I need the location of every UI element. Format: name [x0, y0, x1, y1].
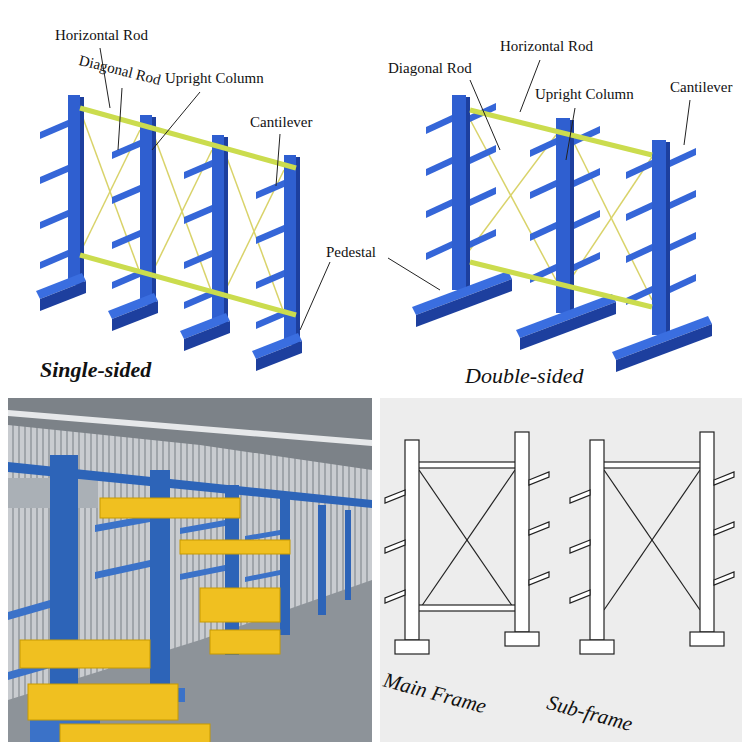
warehouse-photo: [8, 398, 372, 742]
rack-type-caption: Single-sided: [40, 358, 151, 382]
part-label: Upright Column: [535, 86, 634, 103]
frame-drawing-panel: [380, 398, 742, 742]
part-label: Diagonal Rod: [388, 60, 472, 77]
rack-type-caption: Double-sided: [465, 364, 584, 388]
part-label: Cantilever: [250, 114, 312, 131]
part-label: Upright Column: [165, 70, 264, 87]
part-label: Horizontal Rod: [55, 27, 148, 44]
leader-lines: [100, 48, 690, 330]
part-label: Diagonal Rod: [77, 52, 162, 88]
double-sided-rack: [412, 95, 712, 372]
single-sided-rack: [36, 95, 302, 371]
part-label: Pedestal: [326, 244, 376, 261]
part-label: Cantilever: [670, 79, 732, 96]
part-label: Horizontal Rod: [500, 38, 593, 55]
